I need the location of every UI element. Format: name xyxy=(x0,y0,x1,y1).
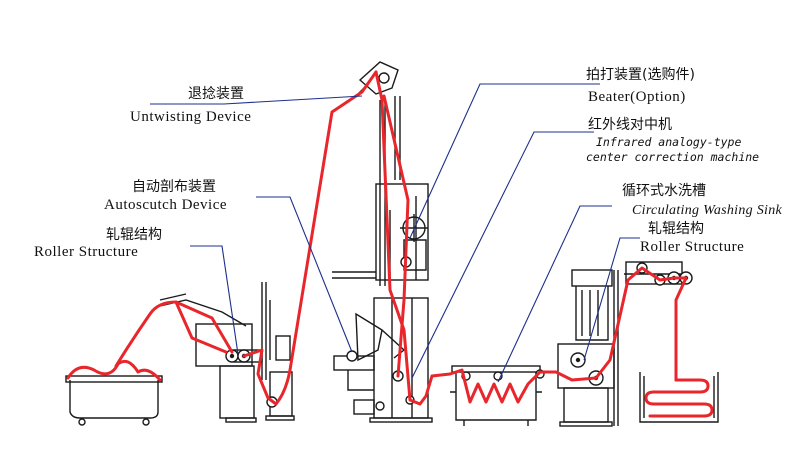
leader-infrared xyxy=(411,131,594,379)
label-roller-right-cn: 轧辊结构 xyxy=(648,221,704,237)
label-infrared-en-2: center correction machine xyxy=(586,150,760,164)
washing-sink xyxy=(450,365,542,426)
label-infrared-cn: 红外线对中机 xyxy=(588,117,672,133)
label-roller-left-en: Roller Structure xyxy=(34,244,139,260)
label-untwisting-cn: 退捻装置 xyxy=(188,86,244,102)
label-beater-cn: 拍打装置(选购件) xyxy=(586,67,695,83)
label-sink-cn: 循环式水洗槽 xyxy=(622,183,706,199)
cloth-cart xyxy=(65,375,163,426)
leader-sink xyxy=(497,205,612,383)
coil-tank xyxy=(639,372,719,423)
label-sink-en: Circulating Washing Sink xyxy=(632,203,783,218)
leader-autoscutch xyxy=(256,196,353,353)
label-untwisting-en: Untwisting Device xyxy=(130,109,252,125)
fabric-path xyxy=(66,70,714,418)
label-roller-left-cn: 轧辊结构 xyxy=(106,227,162,243)
label-infrared-en-1: Infrared analogy-type xyxy=(596,135,742,149)
label-autoscutch-cn: 自动剖布装置 xyxy=(132,179,216,195)
leader-lines xyxy=(150,83,640,383)
leader-roller-right xyxy=(583,237,640,361)
label-roller-right-en: Roller Structure xyxy=(640,239,745,255)
leader-roller-left xyxy=(190,245,239,355)
label-beater-en: Beater(Option) xyxy=(588,89,686,105)
label-autoscutch-en: Autoscutch Device xyxy=(104,197,228,213)
leader-beater xyxy=(409,83,600,239)
leader-untwisting xyxy=(150,95,363,105)
right-machine xyxy=(557,261,686,427)
